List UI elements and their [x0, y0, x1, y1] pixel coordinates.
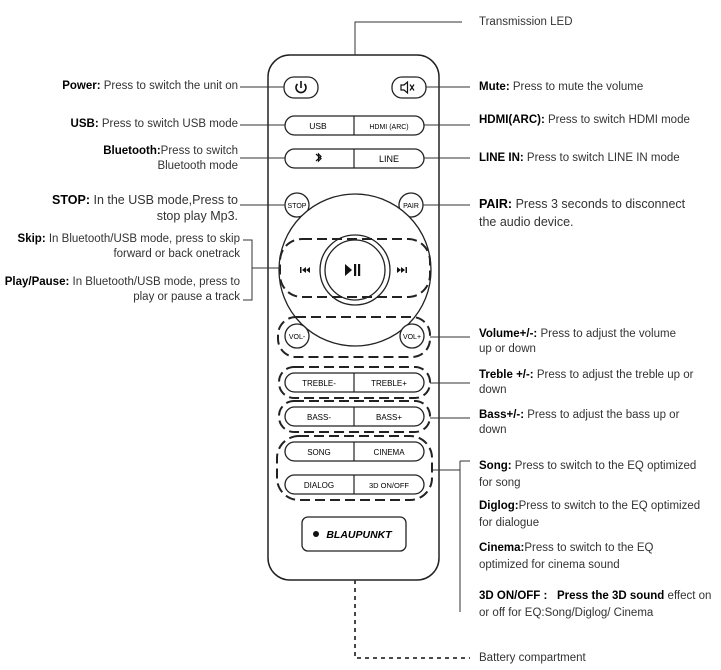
brand-logo: BLAUPUNKT — [326, 529, 393, 541]
mute-label: Mute: Press to mute the volume — [479, 81, 644, 93]
bass-pill — [284, 406, 425, 427]
bass-label: Bass+/-: Press to adjust the bass up or … — [479, 409, 680, 436]
battery-leader — [354, 580, 470, 659]
treble-plus-button[interactable]: TREBLE+ — [371, 379, 407, 388]
pair-label: PAIR: Press 3 seconds to disconnect the … — [479, 197, 686, 229]
eq-song-cinema-pill — [284, 441, 425, 462]
bluetooth-label: Bluetooth:Press to switch Bluetooth mode — [103, 145, 238, 172]
treble-pill — [284, 372, 425, 393]
volume-group — [277, 316, 431, 358]
vol-plus-button[interactable] — [399, 323, 425, 349]
vol-plus-label: VOL+ — [403, 334, 421, 341]
song-button[interactable]: SONG — [307, 448, 331, 457]
treble-minus-button[interactable]: TREBLE- — [302, 379, 336, 388]
pair-button-label: PAIR — [403, 203, 419, 210]
three-d-label: 3D ON/OFF : Press the 3D sound effect on… — [479, 590, 712, 619]
line-in-label: LINE IN: Press to switch LINE IN mode — [479, 152, 680, 164]
cinema-label: Cinema:Press to switch to the EQ optimiz… — [479, 542, 654, 571]
dialog-label: Diglog:Press to switch to the EQ optimiz… — [479, 500, 701, 529]
dialog-button[interactable]: DIALOG — [304, 481, 334, 490]
stop-label: STOP: In the USB mode,Press to stop play… — [52, 193, 238, 223]
eq-group — [276, 435, 433, 501]
mute-button[interactable] — [391, 76, 427, 99]
vol-minus-button[interactable] — [284, 323, 310, 349]
play-pause-icon — [345, 264, 361, 276]
transmission-led-label: Transmission LED — [479, 16, 573, 28]
treble-label: Treble +/-: Press to adjust the treble u… — [479, 369, 694, 396]
hdmi-label: HDMI(ARC): Press to switch HDMI mode — [479, 114, 690, 126]
volume-label: Volume+/-: Press to adjust the volume up… — [479, 328, 676, 355]
three-d-button[interactable]: 3D ON/OFF — [369, 481, 409, 490]
power-icon — [295, 81, 307, 94]
usb-button[interactable]: USB — [309, 121, 327, 131]
brand-dot-icon — [313, 531, 319, 537]
bass-minus-button[interactable]: BASS- — [307, 413, 331, 422]
song-label: Song: Press to switch to the EQ optimize… — [479, 460, 697, 489]
stop-button-label: STOP — [288, 203, 307, 210]
play-pause-label: Play/Pause: In Bluetooth/USB mode, press… — [4, 276, 240, 303]
power-label: Power: Press to switch the unit on — [62, 80, 238, 92]
battery-label: Battery compartment — [479, 652, 586, 664]
bass-group — [278, 400, 431, 433]
cinema-button[interactable]: CINEMA — [373, 448, 405, 457]
bluetooth-icon — [315, 152, 322, 163]
mute-icon — [400, 80, 415, 95]
hdmi-button[interactable]: HDMI (ARC) — [369, 124, 408, 131]
line-button[interactable]: LINE — [379, 154, 399, 164]
next-track-icon[interactable] — [397, 267, 407, 273]
skip-label: Skip: In Bluetooth/USB mode, press to sk… — [17, 233, 240, 260]
power-button[interactable] — [283, 76, 319, 99]
previous-track-icon[interactable] — [300, 267, 310, 273]
bluetooth-button[interactable] — [315, 152, 322, 163]
leader-lines — [240, 86, 470, 612]
bt-line-pill — [284, 148, 425, 169]
vol-minus-label: VOL- — [289, 334, 306, 341]
eq-dialog-3d-pill — [284, 474, 425, 495]
brand-badge — [301, 516, 407, 552]
transmission-led-leader — [354, 21, 462, 55]
usb-label: USB: Press to switch USB mode — [70, 118, 238, 130]
bass-plus-button[interactable]: BASS+ — [376, 413, 402, 422]
